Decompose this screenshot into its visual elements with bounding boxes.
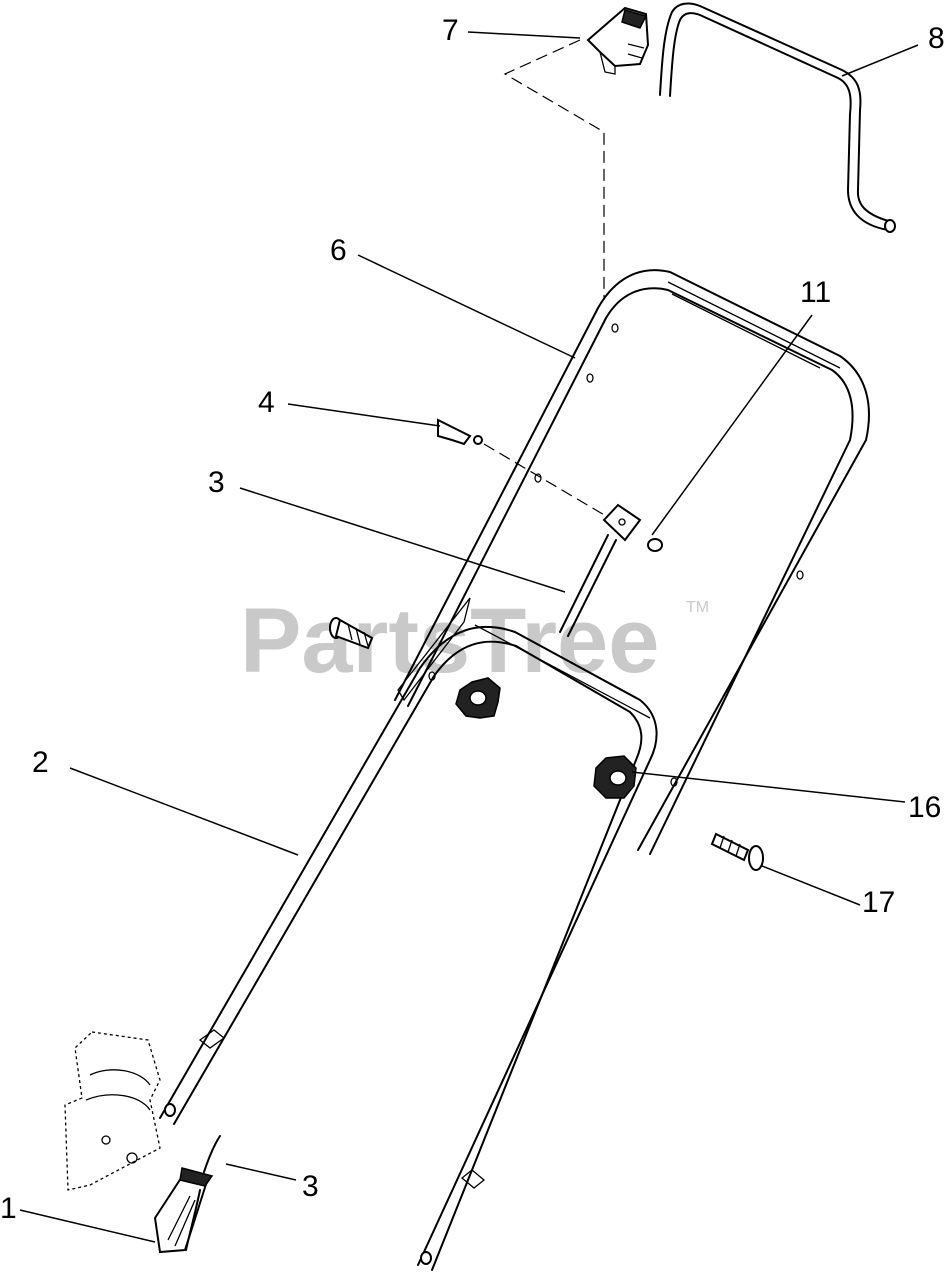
part-8-bail[interactable] <box>659 2 896 233</box>
callout-4: 4 <box>258 386 275 419</box>
knob-left[interactable] <box>455 677 501 719</box>
callout-7: 7 <box>442 14 459 47</box>
part-4-adjuster[interactable] <box>437 418 607 517</box>
callout-6: 6 <box>330 234 347 267</box>
part-6-upper-handle[interactable] <box>394 269 870 855</box>
callout-2: 2 <box>32 746 49 779</box>
callout-1: 1 <box>0 1192 17 1225</box>
callout-3-upper: 3 <box>208 466 225 499</box>
watermark: PartsTree TM <box>240 590 709 692</box>
part-16-knob[interactable] <box>593 755 637 799</box>
deck-bracket <box>64 1031 161 1191</box>
part-3-lower-cable[interactable] <box>185 1135 221 1251</box>
part-1-cable-clip[interactable] <box>153 1167 214 1254</box>
callout-labels: 7 8 6 11 4 3 2 16 17 3 1 <box>0 14 945 1225</box>
leader-lines <box>19 31 919 1243</box>
part-2-lower-handle[interactable] <box>159 624 678 1271</box>
part-7-control-housing[interactable] <box>586 6 650 75</box>
assembly-line-7 <box>503 39 605 300</box>
part-11-nut[interactable] <box>647 538 663 552</box>
cable-guide[interactable] <box>602 503 642 542</box>
part-3-upper-cable[interactable] <box>559 534 617 637</box>
callout-3-lower: 3 <box>302 1170 319 1203</box>
watermark-trademark: TM <box>686 599 709 616</box>
callout-17: 17 <box>862 886 895 919</box>
callout-11: 11 <box>800 276 831 309</box>
callout-8: 8 <box>928 22 945 55</box>
part-17-carriage-bolt[interactable] <box>710 832 764 871</box>
carriage-bolt-left[interactable] <box>329 617 374 650</box>
callout-16: 16 <box>908 791 941 824</box>
